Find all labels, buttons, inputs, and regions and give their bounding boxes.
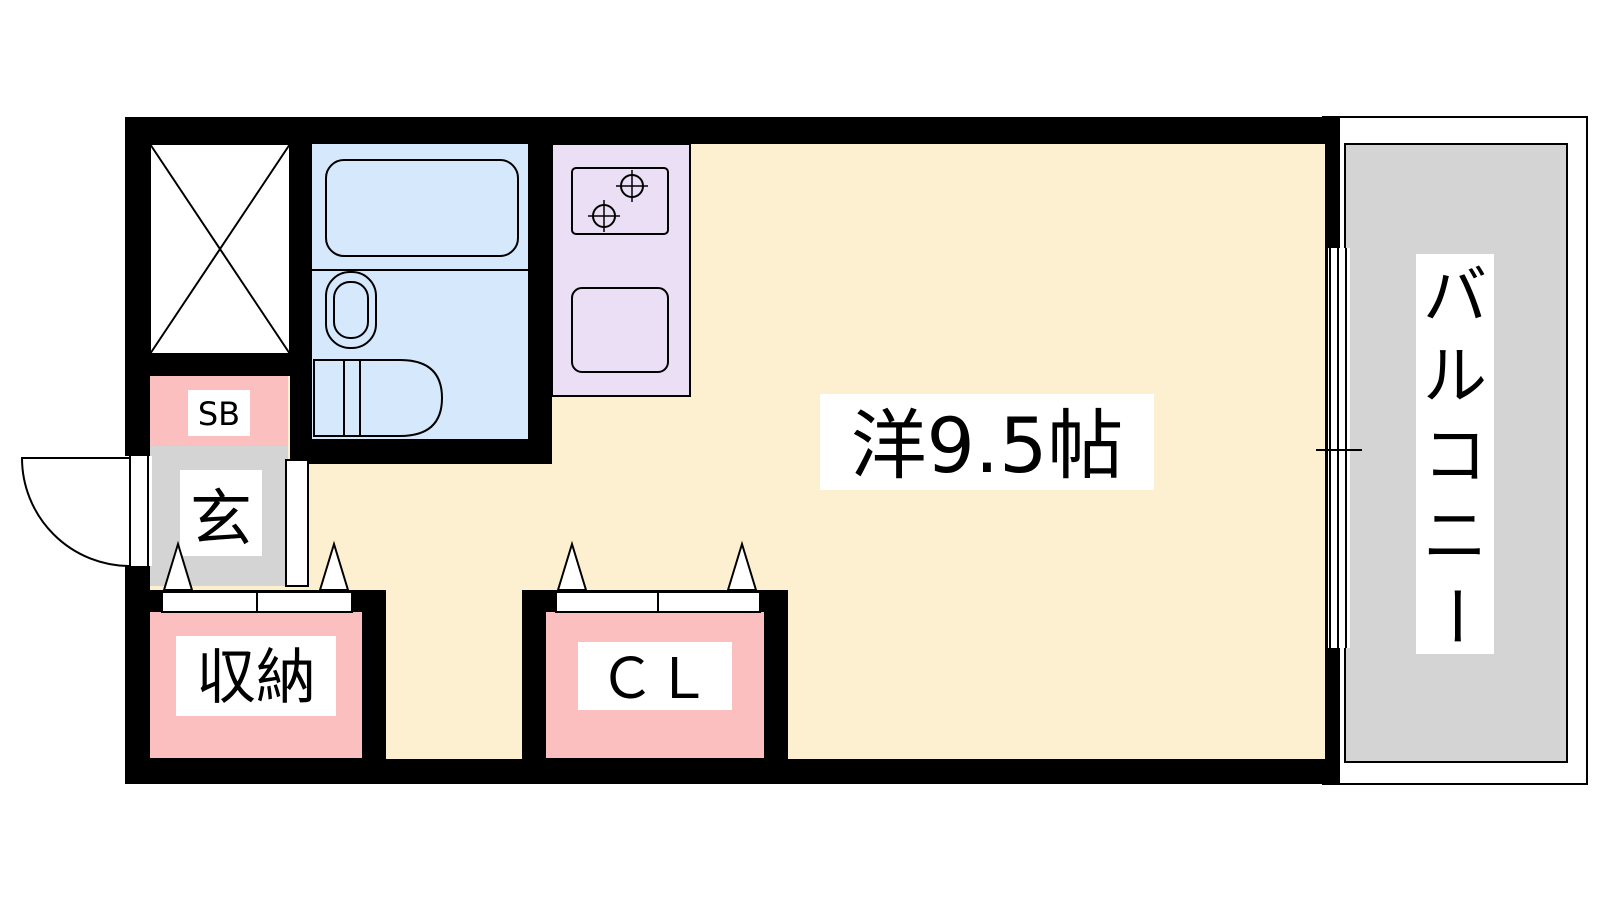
entrance-label: 玄: [190, 482, 252, 555]
closet-label-bg: [578, 642, 732, 710]
shoe-box-label: SB: [198, 395, 240, 433]
unit-bath: [290, 144, 552, 464]
shoe-box-label-bg: [188, 390, 250, 436]
main-room-label: 洋9.5帖: [851, 401, 1124, 490]
entrance-door-swing-icon: [20, 457, 131, 567]
bath-floor: [312, 144, 528, 439]
pipe-space-cross: [149, 143, 291, 355]
stove-icon: [571, 167, 669, 235]
sink-icon: [325, 271, 377, 349]
kitchen-sink-icon: [571, 287, 669, 373]
balcony-label-bg: [1416, 254, 1494, 654]
entrance-step: [285, 459, 309, 587]
toilet-tank-icon: [313, 359, 345, 437]
balcony-label-char: ル: [1423, 340, 1487, 414]
closet-door-arrow-icon: [556, 540, 588, 591]
storage-label-bg: [176, 636, 336, 716]
main-room-label-bg: [820, 394, 1154, 490]
entrance-label-bg: [180, 470, 262, 556]
balcony: [1322, 116, 1588, 785]
kitchen: [551, 143, 691, 397]
bathtub-icon: [325, 159, 519, 257]
sink-basin-icon: [333, 281, 369, 339]
pipe-space: [149, 143, 291, 355]
storage-door-arrow-icon: [318, 540, 350, 591]
balcony-label-char: ニ: [1423, 500, 1487, 574]
balcony-label: バ ル コ ニ ー: [1417, 260, 1491, 648]
storage-door-arrow-icon: [162, 540, 194, 591]
entrance-door-opening: [120, 456, 152, 566]
toilet-icon: [343, 359, 444, 437]
balcony-label-char: ー: [1417, 584, 1491, 648]
balcony-label-char: コ: [1423, 420, 1487, 494]
balcony-label-char: バ: [1423, 260, 1487, 334]
closet-door-arrow-icon: [726, 540, 758, 591]
inner-wall: [150, 354, 290, 376]
storage-label: 収納: [196, 643, 316, 713]
closet-label: ＣＬ: [599, 647, 711, 712]
